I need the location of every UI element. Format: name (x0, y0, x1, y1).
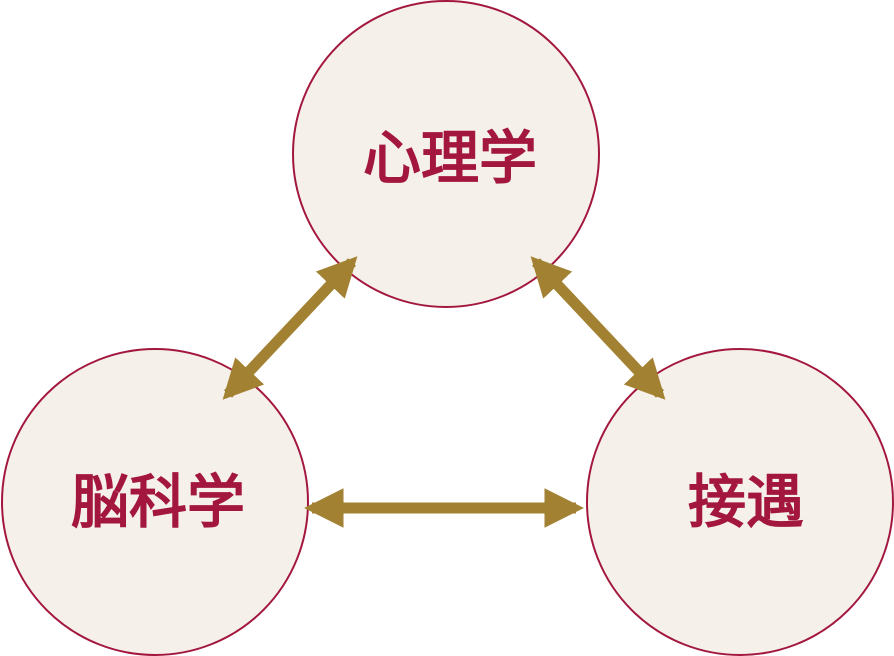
node-circle-psychology (292, 0, 600, 308)
arrow-psychology-hospitality (530, 256, 666, 400)
arrow-neuroscience-psychology (222, 256, 358, 400)
node-label-psychology: 心理学 (363, 124, 537, 192)
node-label-neuroscience: 脳科学 (71, 468, 245, 536)
node-circle-hospitality (586, 348, 894, 656)
node-label-hospitality: 接遇 (688, 468, 804, 536)
